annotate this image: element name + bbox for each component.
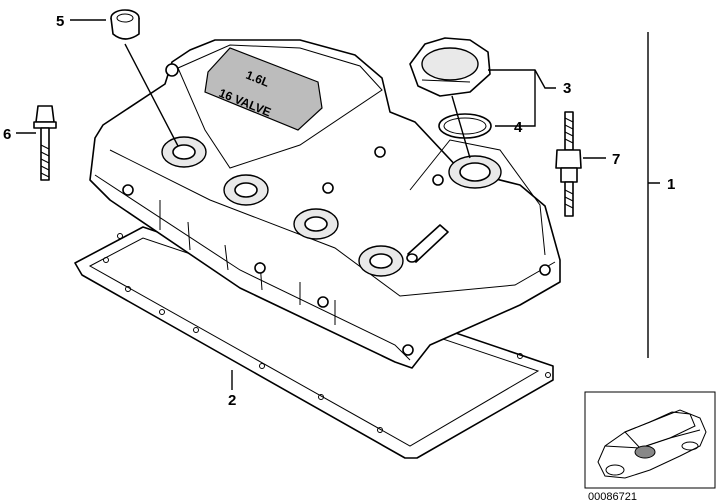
o-ring xyxy=(438,113,492,139)
leader-1-bracket xyxy=(647,32,660,358)
spark-plug-wells xyxy=(161,136,404,277)
callout-3: 3 xyxy=(563,80,571,97)
leader-lines xyxy=(16,19,660,390)
callout-5: 5 xyxy=(56,13,64,30)
diagram-number: 00086721 xyxy=(588,491,637,503)
callout-7: 7 xyxy=(612,151,620,168)
leader-3 xyxy=(488,69,556,89)
callout-4: 4 xyxy=(514,119,523,136)
leader-5-to-cover xyxy=(124,43,179,147)
stud-part-7 xyxy=(555,111,582,217)
oil-filler-neck xyxy=(448,155,502,189)
cover-bolt-bosses xyxy=(122,63,551,356)
leader-3-4 xyxy=(495,70,536,127)
thumbnail-frame xyxy=(584,391,716,489)
breather-pipe xyxy=(406,224,449,263)
valve-cover xyxy=(89,39,561,369)
callout-1: 1 xyxy=(667,176,675,193)
callout-2: 2 xyxy=(228,392,236,409)
seal-ring xyxy=(110,9,140,40)
oil-filler-cap xyxy=(409,37,491,97)
callout-6: 6 xyxy=(3,126,11,143)
car-icon xyxy=(597,409,707,479)
leader-cap-to-neck xyxy=(451,95,471,159)
bolt-part-6 xyxy=(33,105,57,181)
gasket-bolt-holes xyxy=(103,233,551,433)
car-thumbnail xyxy=(584,391,716,489)
